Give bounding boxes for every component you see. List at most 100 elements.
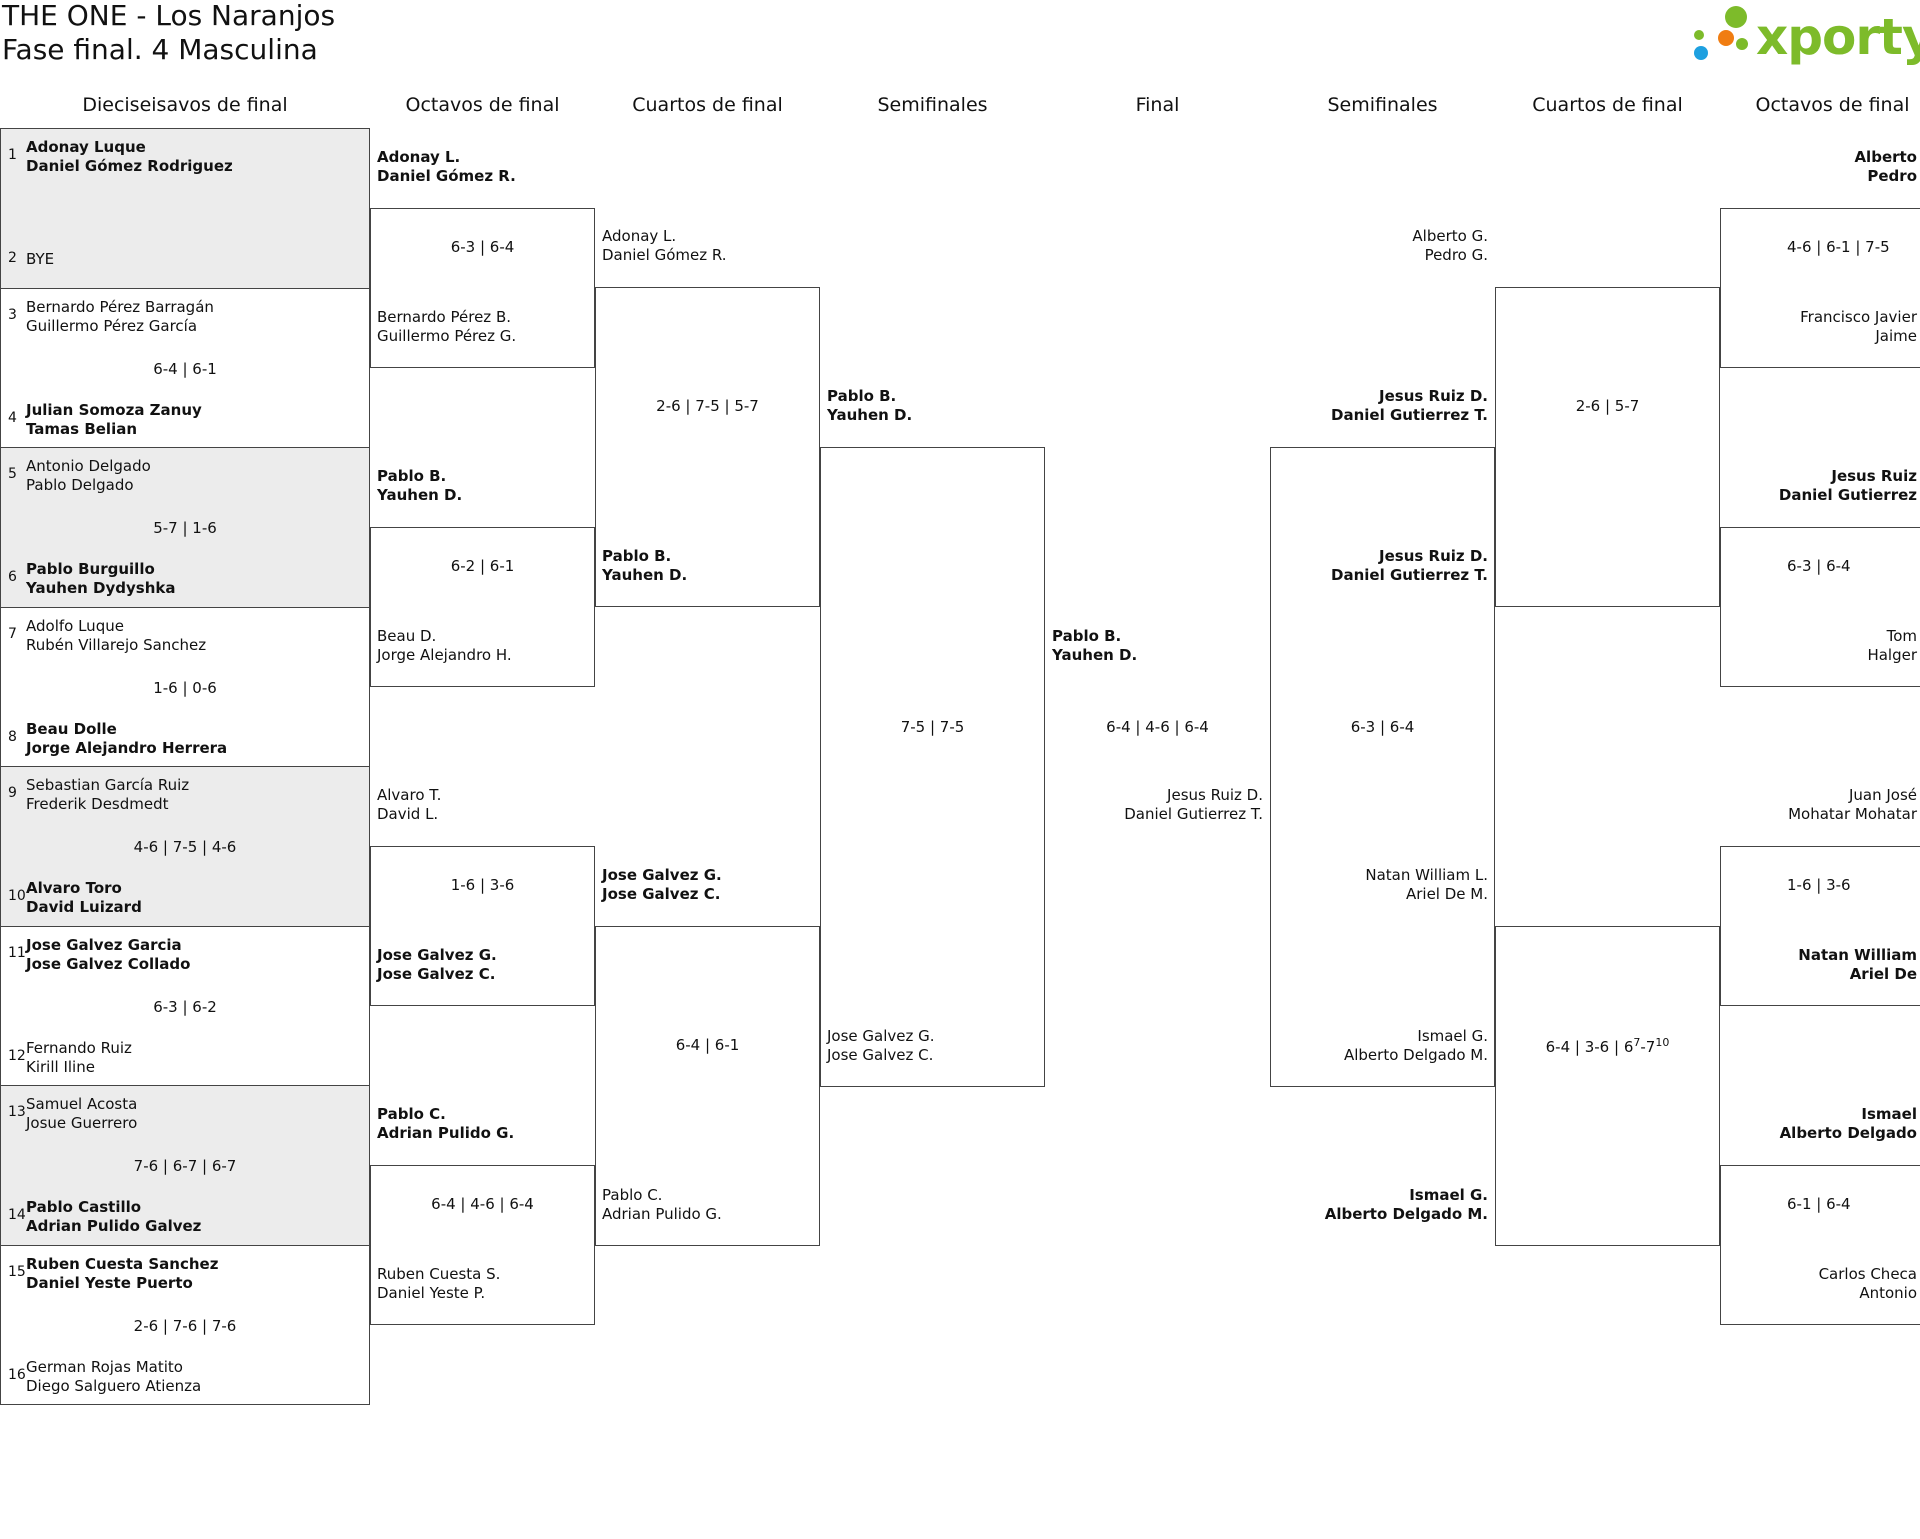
logo-dot-green-2 xyxy=(1736,38,1748,50)
round-header-qf-left: Cuartos de final xyxy=(632,94,783,116)
r16-left-team-b-player-1: Ruben Cuesta S. xyxy=(377,1265,501,1283)
seed-number: 16 xyxy=(8,1366,26,1383)
r16-right-match-box[interactable] xyxy=(1720,846,1920,1006)
r16-left-team-b-player-2: Daniel Yeste P. xyxy=(377,1284,486,1302)
r32-team-b-player-1: Fernando Ruiz xyxy=(26,1038,132,1057)
r16-left-team-a-player-2: Adrian Pulido G. xyxy=(377,1124,515,1142)
tournament-title: THE ONE - Los Naranjos xyxy=(2,0,336,32)
seed-number: 5 xyxy=(8,466,17,482)
sf-right-match-box[interactable] xyxy=(1270,447,1495,1087)
r16-left-match-box[interactable] xyxy=(370,1165,595,1325)
r32-match-box[interactable] xyxy=(0,128,370,289)
r32-team-b-player-2: David Luizard xyxy=(26,898,142,916)
match-score: 6-3 | 6-4 xyxy=(1787,557,1851,575)
round-header-sf-right: Semifinales xyxy=(1327,94,1438,116)
seed-number: 10 xyxy=(8,888,26,904)
match-score: 4-6 | 7-5 | 4-6 xyxy=(133,838,237,856)
seed-number: 12 xyxy=(8,1047,26,1064)
r32-team-b-player-2: Jorge Alejandro Herrera xyxy=(26,738,228,757)
qf-left-match-box[interactable] xyxy=(595,287,820,607)
r16-right-team-a-player-1: Juan José xyxy=(1848,786,1917,804)
logo-dot-small-green xyxy=(1694,30,1704,40)
r16-right-team-b-player-1: Natan William xyxy=(1798,946,1917,964)
qf-right-match-box[interactable] xyxy=(1495,926,1720,1246)
r16-left-team-b-player-2: Jose Galvez C. xyxy=(377,965,496,983)
seed-number: 2 xyxy=(8,250,17,266)
r32-bye: BYE xyxy=(26,250,55,268)
r32-match-box[interactable] xyxy=(0,925,370,1086)
qf-right-team-a-player-2: Ariel De M. xyxy=(1405,885,1488,903)
r16-left-match-box[interactable] xyxy=(370,846,595,1006)
r16-left-match-box[interactable] xyxy=(370,208,595,368)
logo-dot-blue xyxy=(1694,46,1708,60)
match-score: 6-4 | 6-1 xyxy=(153,359,217,378)
r32-team-a-player-2: Rubén Villarejo Sanchez xyxy=(26,635,207,654)
r32-team-b-player-2: Tamas Belian xyxy=(26,419,138,438)
r16-left-team-a-player-2: Yauhen D. xyxy=(377,486,463,504)
qf-left-team-a-player-2: Jose Galvez C. xyxy=(602,885,721,903)
match-score: 5-7 | 1-6 xyxy=(153,519,217,537)
match-score: 7-5 | 7-5 xyxy=(900,718,965,736)
final-team-b-player-2: Daniel Gutierrez T. xyxy=(1124,805,1263,823)
qf-right-match-box[interactable] xyxy=(1495,287,1720,607)
r16-right-team-a-player-1: Ismael xyxy=(1861,1105,1917,1123)
final-team-b-player-1: Jesus Ruiz D. xyxy=(1167,786,1263,804)
r32-match-box[interactable] xyxy=(0,1244,370,1405)
sf-left-team-b-player-2: Jose Galvez C. xyxy=(827,1046,934,1064)
r32-match-box[interactable] xyxy=(0,447,370,608)
qf-right-team-b-player-1: Jesus Ruiz D. xyxy=(1379,547,1488,565)
r16-left-team-a-player-1: Pablo B. xyxy=(377,467,447,485)
r32-match-box[interactable] xyxy=(0,766,370,927)
r32-team-a-player-2: Guillermo Pérez García xyxy=(26,316,198,335)
match-score: 6-4 | 6-1 xyxy=(675,1036,740,1054)
match-score: 6-4 | 4-6 | 6-4 xyxy=(431,1195,534,1213)
r32-match-box[interactable] xyxy=(0,606,370,767)
r32-team-b-player-1: Beau Dolle xyxy=(26,719,117,738)
seed-number: 13 xyxy=(8,1104,26,1120)
r32-team-b-player-2: Yauhen Dydyshka xyxy=(26,579,176,597)
sf-left-team-b-player-1: Jose Galvez G. xyxy=(827,1027,935,1045)
qf-left-match-box[interactable] xyxy=(595,926,820,1246)
r16-right-team-a-player-2: Pedro xyxy=(1867,167,1917,185)
match-score: 6-4 | 3-6 | 67-710 xyxy=(1495,1036,1720,1056)
sf-right-team-a-player-2: Daniel Gutierrez T. xyxy=(1331,406,1488,424)
r32-team-a-player-2: Daniel Yeste Puerto xyxy=(26,1273,193,1292)
qf-left-team-a-player-1: Adonay L. xyxy=(602,227,677,245)
r16-left-team-a-player-1: Alvaro T. xyxy=(377,786,442,804)
r32-team-a-player-2: Frederik Desdmedt xyxy=(26,795,169,813)
r16-right-team-b-player-2: Antonio xyxy=(1859,1284,1917,1302)
r16-right-team-b-player-2: Jaime xyxy=(1875,327,1917,345)
r32-team-a-player-1: Adonay Luque xyxy=(26,138,146,156)
phase-title: Fase final. 4 Masculina xyxy=(2,33,318,66)
score-tiebreak: 7 xyxy=(1633,1036,1641,1049)
r16-left-team-b-player-2: Guillermo Pérez G. xyxy=(377,327,517,345)
sf-right-team-a-player-1: Jesus Ruiz D. xyxy=(1379,387,1488,405)
qf-right-team-b-player-2: Daniel Gutierrez T. xyxy=(1331,566,1488,584)
r32-team-b-player-2: Kirill Iline xyxy=(26,1057,95,1076)
r32-team-a-player-1: Antonio Delgado xyxy=(26,457,151,475)
score-main: 6-4 | 3-6 | 6 xyxy=(1545,1038,1634,1056)
sf-right-team-b-player-1: Ismael G. xyxy=(1417,1027,1488,1045)
logo-text: xporty xyxy=(1756,8,1920,66)
r16-left-team-b-player-1: Bernardo Pérez B. xyxy=(377,308,511,326)
round-header-qf-right: Cuartos de final xyxy=(1532,94,1683,116)
r32-team-a-player-1: Adolfo Luque xyxy=(26,616,124,635)
r32-team-b-player-1: Pablo Castillo xyxy=(26,1198,142,1216)
r32-team-a-player-1: Jose Galvez Garcia xyxy=(26,935,182,954)
r16-right-match-box[interactable] xyxy=(1720,527,1920,687)
logo-dot-green xyxy=(1725,6,1747,28)
r16-left-match-box[interactable] xyxy=(370,527,595,687)
round-header-sf-left: Semifinales xyxy=(877,94,988,116)
match-score: 6-3 | 6-4 xyxy=(450,238,515,256)
qf-right-team-a-player-2: Pedro G. xyxy=(1424,246,1488,264)
r16-right-match-box[interactable] xyxy=(1720,208,1920,368)
r16-right-match-box[interactable] xyxy=(1720,1165,1920,1325)
logo-dot-orange xyxy=(1718,30,1734,46)
score-tiebreak: 10 xyxy=(1655,1036,1670,1049)
sf-left-match-box[interactable] xyxy=(820,447,1045,1087)
qf-left-team-b-player-2: Yauhen D. xyxy=(602,566,688,584)
r32-match-box[interactable] xyxy=(0,1085,370,1246)
seed-number: 9 xyxy=(8,785,17,801)
r16-right-team-b-player-1: Carlos Checa xyxy=(1818,1265,1917,1283)
seed-number: 15 xyxy=(8,1263,26,1280)
